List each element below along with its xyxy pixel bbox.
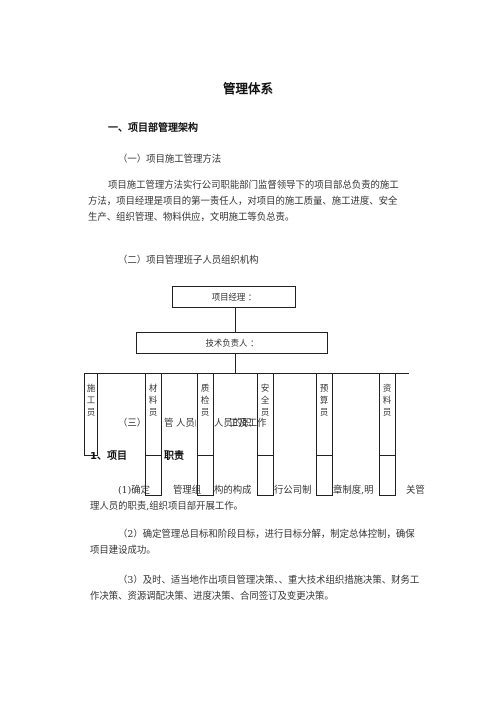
org-box-budget-staff — [316, 374, 333, 456]
org-box-label: 预 算 员 — [318, 382, 330, 418]
paragraph-line: （2）确定管理总目标和阶段目标，进行目标分解，制定总体控制，确保 — [118, 529, 415, 540]
org-box-label: 项目经理 ： — [211, 292, 257, 302]
duty-3: （3）及时、适当地作出项目管理决策、、重大技术组织措施决策、财务工 作决策、资源… — [90, 573, 420, 605]
org-box-project-manager: 项目经理 ： — [172, 286, 296, 308]
paragraph-line: 生产、组织管理、物料供应，文明施工等负总责。 — [88, 212, 295, 223]
connector-line — [235, 308, 236, 332]
org-box-extension — [379, 456, 396, 496]
duty-1-fragment: 构的构成 — [214, 485, 252, 496]
duty-1-fragment: 关管 — [406, 485, 425, 496]
subsection-heading-3-fragment: 管 — [164, 418, 174, 429]
org-char: 员 — [148, 407, 158, 417]
duty-1-fragment: (1)确定 — [118, 485, 151, 496]
paragraph-line: 项目建设成功。 — [90, 545, 156, 556]
subsection-3-1-heading-fragment: 1、项目 — [90, 451, 127, 462]
document-title: 管理体系 — [222, 81, 273, 96]
org-char: 资 — [382, 383, 392, 393]
paragraph-management-method: 项目施工管理方法实行公司职能部门监督领导下的项目部总负责的施工 方法，项目经理是… — [88, 178, 399, 226]
org-char: 员 — [319, 407, 329, 417]
paragraph-line: 项目施工管理方法实行公司职能部门监督领导下的项目部总负责的施工 — [108, 180, 399, 191]
org-char: 料 — [382, 395, 392, 405]
subsection-heading-3-fragment: 工及工作 — [229, 418, 267, 429]
subsection-heading-3-fragment: （三） — [118, 418, 147, 429]
org-box-extension — [197, 456, 214, 496]
org-box-label: 资 料 员 — [381, 382, 393, 418]
org-box-extension — [145, 456, 162, 496]
org-char: 员 — [86, 407, 96, 417]
subsection-3-1-heading-fragment: 职责 — [164, 451, 184, 462]
duty-1-line-2: 理人员的职责,组织项目部开展工作。 — [90, 501, 243, 512]
paragraph-line: （3）及时、适当地作出项目管理决策、、重大技术组织措施决策、财务工 — [118, 575, 420, 586]
org-box-extension — [316, 456, 333, 496]
org-char: 质 — [200, 383, 210, 393]
subsection-heading-3-fragment: 人员的职 — [214, 418, 252, 429]
org-box-label: 安 全 员 — [259, 382, 271, 418]
org-char: 材 — [148, 383, 158, 393]
org-box-materials-staff — [145, 374, 162, 456]
duty-1-fragment: 章制度,明 — [333, 485, 374, 496]
duty-1-fragment: 管理组 — [173, 485, 202, 496]
org-char: 全 — [260, 395, 270, 405]
org-char: 检 — [200, 395, 210, 405]
org-char: 员 — [200, 407, 210, 417]
org-box-quality-staff — [197, 374, 214, 456]
section-heading-1: 一、项目部管理架构 — [108, 123, 198, 134]
org-box-label: 材 料 员 — [147, 382, 159, 418]
org-char: 员 — [382, 407, 392, 417]
subsection-heading-2: （二）项目管理班子人员组织机构 — [118, 255, 259, 266]
subsection-heading-1: （一）项目施工管理方法 — [118, 154, 222, 165]
org-char: 预 — [319, 383, 329, 393]
duty-2: （2）确定管理总目标和阶段目标，进行目标分解，制定总体控制，确保 项目建设成功。 — [90, 527, 415, 559]
org-char: 施 — [86, 383, 96, 393]
connector-line — [235, 354, 236, 373]
org-char: 料 — [148, 395, 158, 405]
org-box-extension — [257, 456, 274, 496]
duty-1-fragment: 行公司制 — [274, 485, 312, 496]
connector-line — [84, 373, 409, 374]
org-char: 员 — [260, 407, 270, 417]
org-char: 工 — [86, 395, 96, 405]
org-box-safety-staff — [257, 374, 274, 456]
paragraph-line: 作决策、资源调配决策、进度决策、合同签订及变更决策。 — [90, 591, 334, 602]
org-box-label: 施 工 员 — [85, 382, 97, 418]
org-box-construction-staff — [84, 374, 98, 456]
org-box-label: 技术负责人 ： — [205, 338, 259, 348]
org-box-records-staff — [379, 374, 396, 456]
org-box-technical-lead: 技术负责人 ： — [136, 332, 328, 354]
paragraph-line: 方法，项目经理是项目的第一责任人，对项目的施工质量、施工进度、安全 — [88, 196, 398, 207]
org-box-label: 质 检 员 — [199, 382, 211, 418]
subsection-heading-3-fragment: 人员的职 — [176, 418, 196, 429]
org-char: 安 — [260, 383, 270, 393]
org-char: 算 — [319, 395, 329, 405]
